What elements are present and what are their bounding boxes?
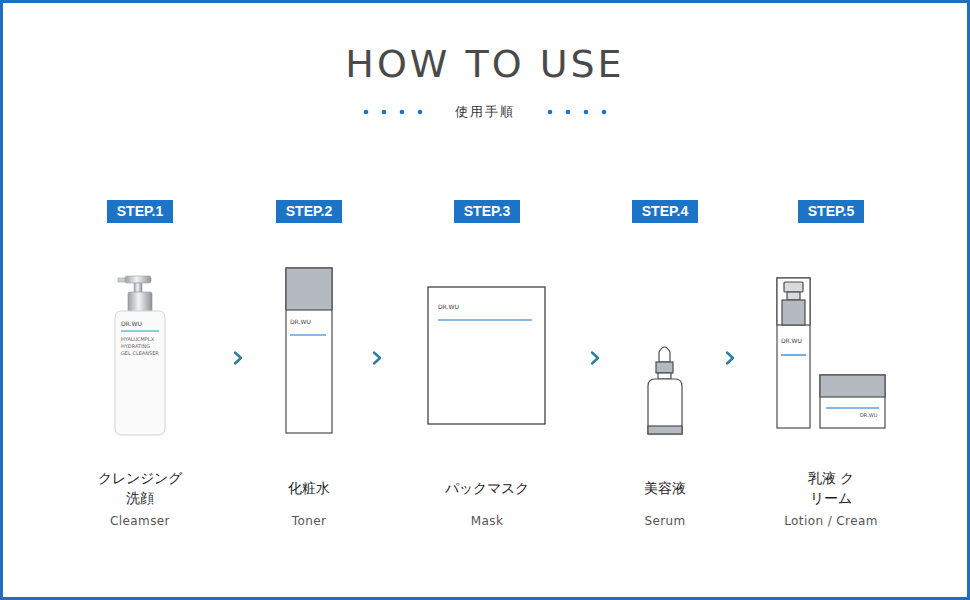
english-label: Serum <box>639 514 692 528</box>
english-label: Mask <box>421 514 554 528</box>
toner-bottle <box>286 268 332 433</box>
step-label: STEP.1 <box>117 203 163 219</box>
japanese-label: 化粧水 <box>288 478 330 498</box>
step-badge: STEP.3 <box>454 200 520 223</box>
step-label: STEP.5 <box>808 203 854 219</box>
step-badge: STEP.1 <box>107 200 173 223</box>
step-item: クレンジング 洗顔 Cleamser <box>91 265 189 528</box>
product-print: HYALUCMPLX HYDRATING GEL CLEANSER <box>121 336 159 357</box>
serum-dropper <box>648 347 682 434</box>
step-item: 化粧水 Toner <box>275 265 343 528</box>
japanese-label: 乳液 クリーム <box>801 468 861 508</box>
label-row: 化粧水 <box>275 466 343 510</box>
label-row: 美容液 <box>639 466 692 510</box>
cream-jar <box>820 375 885 428</box>
label-row: 乳液 クリーム <box>770 466 893 510</box>
figure-area <box>643 265 688 466</box>
step-label: STEP.3 <box>464 203 510 219</box>
step-badge: STEP.2 <box>276 200 342 223</box>
english-label: Toner <box>275 514 343 528</box>
japanese-label: パックマスク <box>445 478 529 498</box>
step-badge: STEP.4 <box>632 200 698 223</box>
english-label: Lotion / Cream <box>770 514 893 528</box>
english-label: Cleamser <box>91 514 189 528</box>
step-item: 美容液 Serum <box>639 265 692 528</box>
step-arrow <box>688 358 774 359</box>
label-row: クレンジング 洗顔 <box>91 466 189 510</box>
mask-sachet <box>428 287 545 424</box>
step-item: 乳液 クリーム Lotion / Cream <box>770 265 893 528</box>
step-arrow <box>550 358 643 359</box>
japanese-label: 美容液 <box>644 478 686 498</box>
figure-area <box>425 265 550 466</box>
product-print: DR.WU <box>121 320 161 328</box>
japanese-label: クレンジング 洗顔 <box>95 468 185 508</box>
product-print: DR.WU <box>781 337 807 345</box>
lotion-bottle <box>777 278 810 428</box>
title: HOW TO USE <box>0 42 970 86</box>
label-row: パックマスク <box>421 466 554 510</box>
step-badge: STEP.5 <box>798 200 864 223</box>
cleanser-bottle <box>115 276 165 435</box>
step-arrow <box>170 358 279 359</box>
figure-area <box>110 265 170 466</box>
figure-area <box>774 265 889 466</box>
product-print: DR.WU <box>290 318 326 326</box>
subtitle: 使用手順 <box>0 104 970 119</box>
product-print: DR.WU <box>438 303 478 311</box>
step-arrow <box>339 358 425 359</box>
step-label: STEP.2 <box>286 203 332 219</box>
step-label: STEP.4 <box>642 203 688 219</box>
product-print: DR.WU <box>860 412 882 419</box>
figure-area <box>279 265 339 466</box>
